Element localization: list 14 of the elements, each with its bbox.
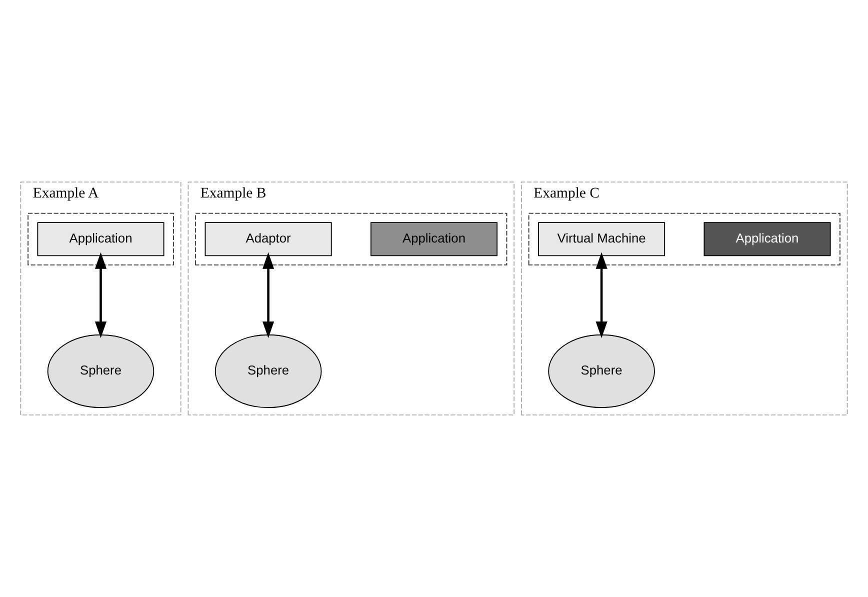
node-ellipse: Sphere [47,334,154,408]
node-ellipse: Sphere [214,334,322,408]
arrow [262,252,274,338]
node-box: Application [370,222,498,256]
node-box: Adaptor [204,222,332,256]
cluster [195,212,508,266]
node-box: Application [704,222,831,256]
cluster [528,212,840,266]
arrow [94,252,107,338]
arrow [596,252,608,338]
cluster [28,212,174,266]
node-box: Virtual Machine [538,222,666,256]
node-ellipse: Sphere [548,334,655,408]
node-box: Application [37,222,164,256]
